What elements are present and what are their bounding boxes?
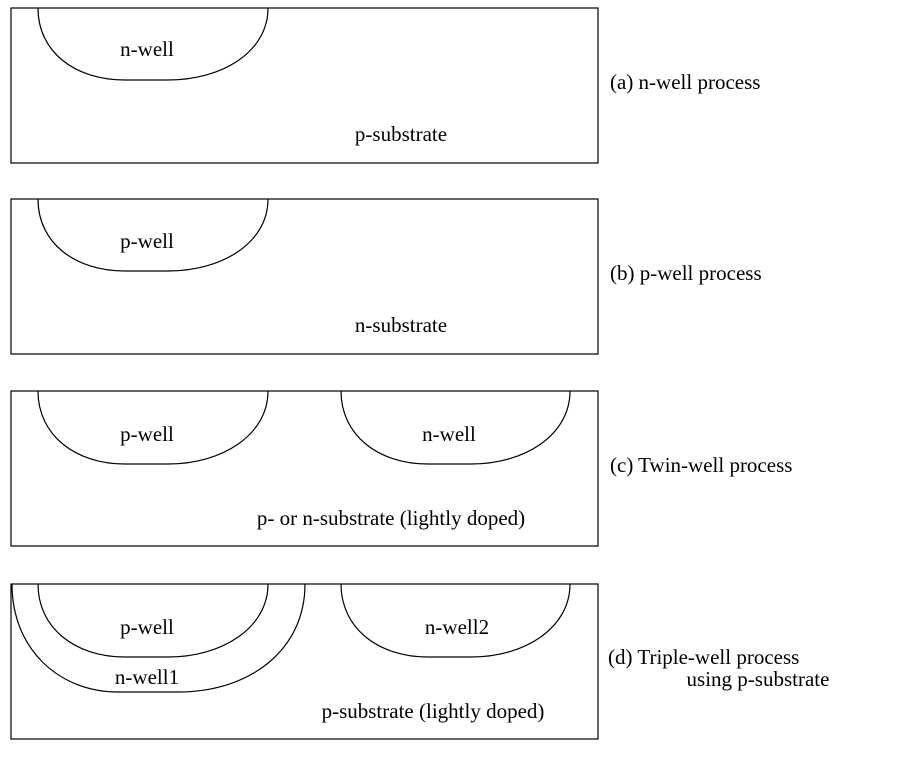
panel-a-caption: (a) n-well process <box>610 70 760 94</box>
panel-c-twin-well-process: p-well n-well p- or n-substrate (lightly… <box>10 390 792 547</box>
panel-b-caption: (b) p-well process <box>610 261 762 285</box>
panel-d-outer-well-label: n-well1 <box>115 665 179 689</box>
panel-b-well-label: p-well <box>120 229 174 253</box>
panel-a-n-well-shape <box>37 7 269 81</box>
panel-d-n-well1-shape <box>11 583 306 693</box>
panel-a-n-well-process: n-well p-substrate (a) n-well process <box>10 7 760 164</box>
panel-c-substrate-label: p- or n-substrate (lightly doped) <box>257 506 525 530</box>
panel-d-p-well-shape <box>37 583 269 658</box>
panel-a-well-label: n-well <box>120 37 174 61</box>
panel-d-inner-well-label: p-well <box>120 615 174 639</box>
panel-d-substrate-label: p-substrate (lightly doped) <box>322 699 545 723</box>
panel-d-n-well2-shape <box>340 583 571 658</box>
panel-d-triple-well-process: p-well n-well1 n-well2 p-substrate (ligh… <box>10 583 830 740</box>
panel-b-substrate-box <box>10 198 599 355</box>
panel-c-caption: (c) Twin-well process <box>610 453 792 477</box>
panel-c-p-well-shape <box>37 390 269 465</box>
panel-b-p-well-process: p-well n-substrate (b) p-well process <box>10 198 762 355</box>
panel-a-substrate-box <box>10 7 599 164</box>
panel-a-substrate-label: p-substrate <box>355 122 447 146</box>
panel-c-left-well-label: p-well <box>120 422 174 446</box>
panel-c-n-well-shape <box>340 390 571 465</box>
panel-c-substrate-box <box>10 390 599 547</box>
panel-c-right-well-label: n-well <box>422 422 476 446</box>
panel-b-p-well-shape <box>37 198 269 272</box>
panel-d-caption-line1: (d) Triple-well process <box>608 645 799 669</box>
panel-b-substrate-label: n-substrate <box>355 313 447 337</box>
panel-d-caption-line2: using p-substrate <box>687 667 830 691</box>
panel-d-right-well-label: n-well2 <box>425 615 489 639</box>
